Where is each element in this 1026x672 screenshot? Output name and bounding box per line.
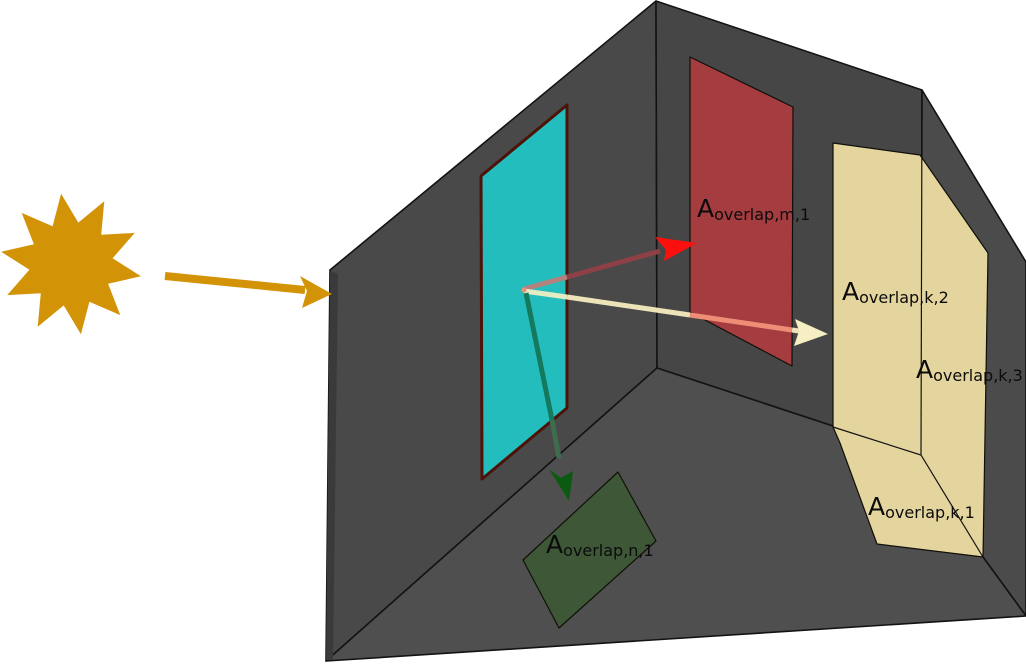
label-overlap-k1-sub: overlap,k,1 xyxy=(885,503,975,522)
label-overlap-n1-sub: overlap,n,1 xyxy=(563,541,654,560)
green-arrowhead xyxy=(549,469,573,501)
label-overlap-k2: Aoverlap,k,2 xyxy=(842,277,949,307)
wall-floor-junction-line xyxy=(832,426,984,558)
sun-icon xyxy=(1,193,141,335)
label-overlap-m1-sub: overlap,m,1 xyxy=(714,205,810,224)
label-overlap-n1: Aoverlap,n,1 xyxy=(546,530,654,560)
green-overlap-panel-n1 xyxy=(522,471,657,629)
cream-arrow-shaft-over-red-panel xyxy=(689,312,793,333)
ray-origin-dot xyxy=(521,287,527,293)
label-overlap-k1-base: A xyxy=(868,492,885,521)
sun-ray-arrow-shaft xyxy=(164,272,306,294)
label-overlap-k2-sub: overlap,k,2 xyxy=(859,288,949,307)
label-overlap-m1-base: A xyxy=(697,194,714,223)
red-arrow-shaft-over-window xyxy=(523,274,568,292)
label-overlap-k2-base: A xyxy=(842,277,859,306)
left-wall-edge-shade xyxy=(326,271,338,660)
cream-arrow-shaft-tail xyxy=(791,327,800,334)
label-overlap-k3: Aoverlap,k,3 xyxy=(916,355,1023,385)
label-overlap-n1-base: A xyxy=(546,530,563,559)
sun-ray-arrowhead xyxy=(300,276,332,308)
green-arrow-shaft-over-wall xyxy=(549,419,562,459)
cream-arrow-shaft-over-window xyxy=(523,288,568,300)
label-overlap-m1: Aoverlap,m,1 xyxy=(697,194,810,224)
red-arrow-shaft-over-wall xyxy=(566,248,661,280)
tan-overlap-panel-k xyxy=(832,142,989,558)
label-overlap-k3-base: A xyxy=(916,355,933,384)
cream-arrow-shaft-over-wall xyxy=(566,294,691,318)
label-overlap-k1: Aoverlap,k,1 xyxy=(868,492,975,522)
red-arrowhead xyxy=(655,237,697,261)
green-arrow-shaft-over-window xyxy=(523,292,555,421)
label-overlap-k3-sub: overlap,k,3 xyxy=(933,366,1023,385)
red-overlap-panel-m1 xyxy=(689,56,794,367)
wall-crease-line xyxy=(920,89,923,456)
cream-arrowhead xyxy=(794,319,828,346)
